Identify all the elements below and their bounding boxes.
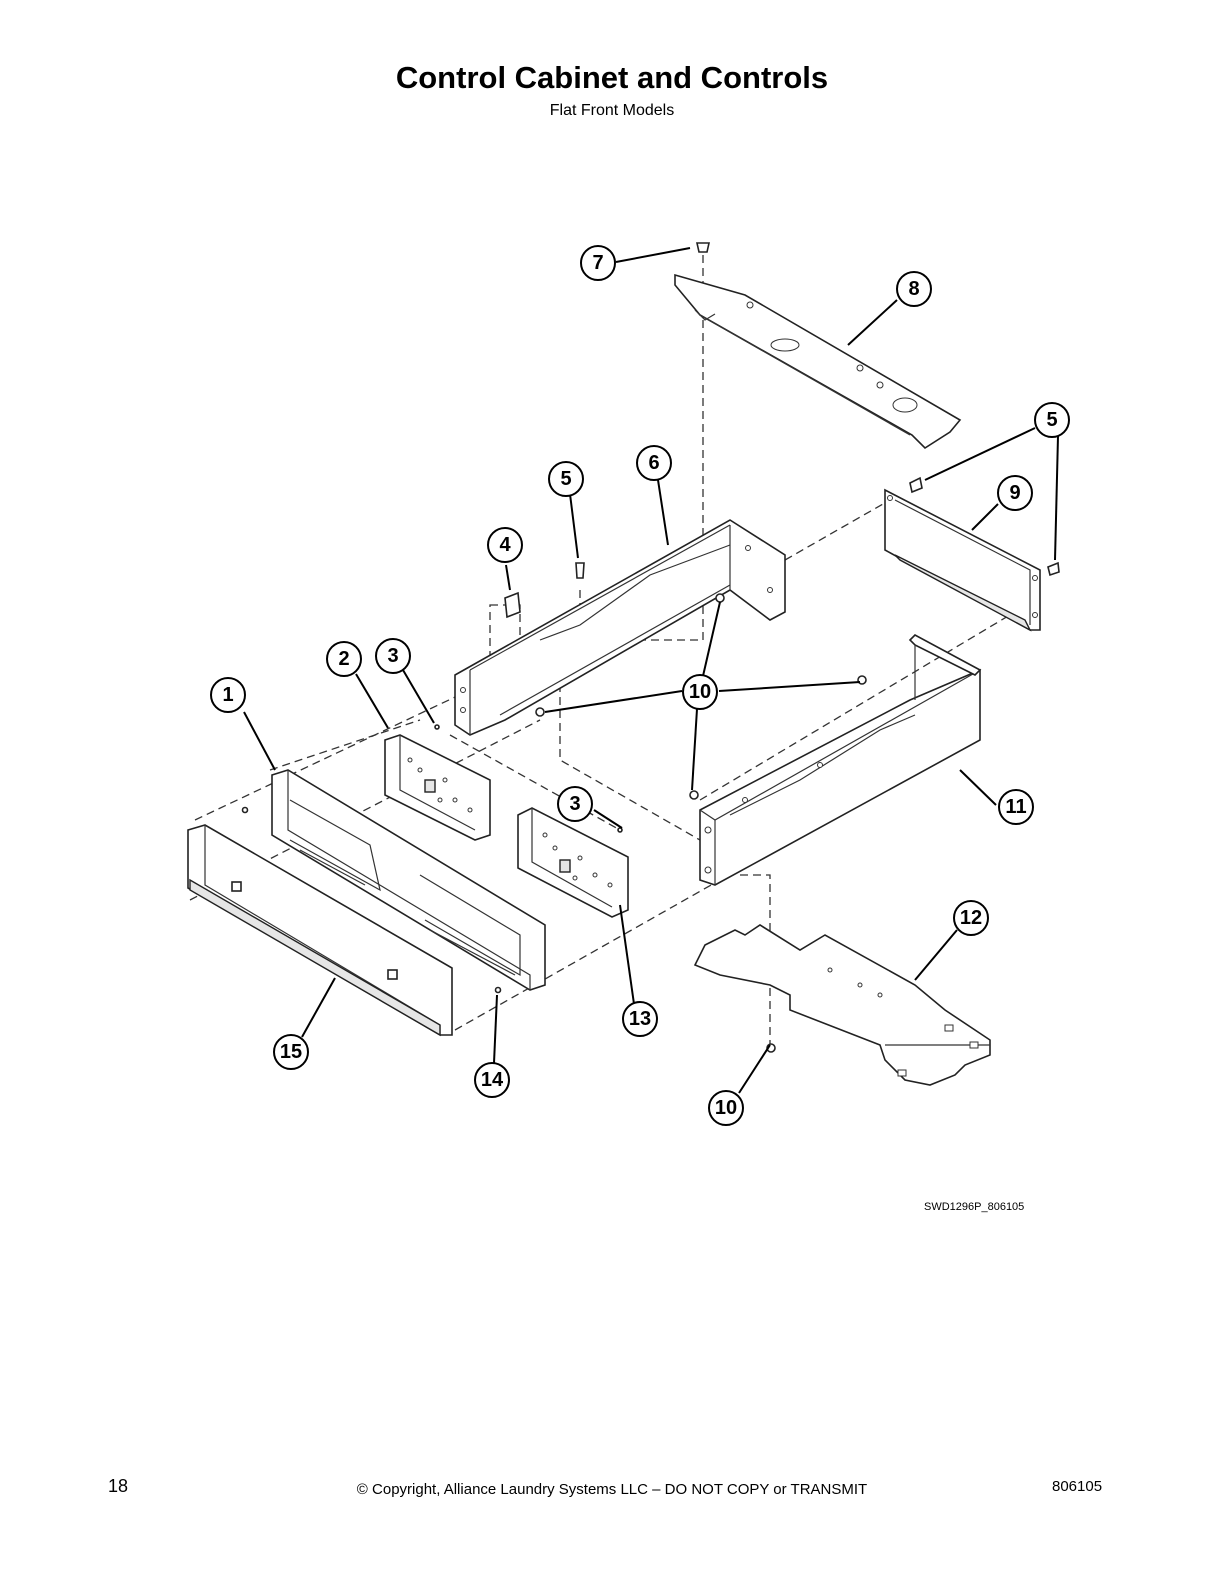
svg-text:14: 14 <box>481 1069 504 1091</box>
callout-3-lower: 3 <box>557 786 593 822</box>
svg-text:5: 5 <box>1046 409 1057 431</box>
callout-5-right: 5 <box>1034 402 1070 438</box>
svg-text:15: 15 <box>280 1041 302 1063</box>
part-cabinet-box <box>699 634 982 886</box>
callout-1: 1 <box>210 677 246 713</box>
callout-5-center: 5 <box>548 461 584 497</box>
svg-text:7: 7 <box>592 252 603 274</box>
part-side-plate <box>884 488 1041 632</box>
part-control-board-lower <box>517 807 629 918</box>
svg-text:10: 10 <box>689 681 711 703</box>
svg-text:2: 2 <box>338 648 349 670</box>
callout-3-upper: 3 <box>375 638 411 674</box>
svg-text:9: 9 <box>1009 482 1020 504</box>
svg-text:1: 1 <box>222 684 233 706</box>
callout-4: 4 <box>487 527 523 563</box>
page-title: Control Cabinet and Controls <box>395 60 829 95</box>
leader-lines <box>243 247 1059 1094</box>
drawing-code: SWD1296P_806105 <box>924 1201 1025 1213</box>
svg-text:3: 3 <box>387 645 398 667</box>
svg-text:4: 4 <box>499 534 511 556</box>
svg-text:6: 6 <box>648 452 659 474</box>
part-front-panel <box>187 824 453 1037</box>
part-control-board-upper <box>384 734 491 841</box>
svg-text:8: 8 <box>908 278 919 300</box>
svg-text:13: 13 <box>629 1008 651 1030</box>
callout-7: 7 <box>580 245 616 281</box>
callout-10-center: 10 <box>682 674 718 710</box>
svg-text:10: 10 <box>715 1097 737 1119</box>
callout-10-bottom: 10 <box>708 1090 744 1126</box>
callout-11: 11 <box>998 789 1034 825</box>
part-top-bracket <box>674 273 962 450</box>
part-control-frame <box>271 769 546 991</box>
page-subtitle: Flat Front Models <box>549 102 675 119</box>
part-base-plate <box>693 924 991 1086</box>
page-number: 18 <box>108 1476 129 1496</box>
callout-2: 2 <box>326 641 362 677</box>
callout-6: 6 <box>636 445 672 481</box>
callout-15: 15 <box>273 1034 309 1070</box>
document-number: 806105 <box>1052 1478 1103 1495</box>
callout-8: 8 <box>896 271 932 307</box>
copyright-notice: © Copyright, Alliance Laundry Systems LL… <box>356 1481 868 1498</box>
svg-text:5: 5 <box>560 468 571 490</box>
callout-13: 13 <box>622 1001 658 1037</box>
svg-text:11: 11 <box>1005 796 1026 818</box>
callout-12: 12 <box>953 900 989 936</box>
callout-9: 9 <box>997 475 1033 511</box>
svg-text:3: 3 <box>569 793 580 815</box>
callout-14: 14 <box>474 1062 510 1098</box>
part-channel-bracket <box>454 519 786 736</box>
svg-text:12: 12 <box>960 907 982 929</box>
hardware-screws <box>241 242 1060 1053</box>
